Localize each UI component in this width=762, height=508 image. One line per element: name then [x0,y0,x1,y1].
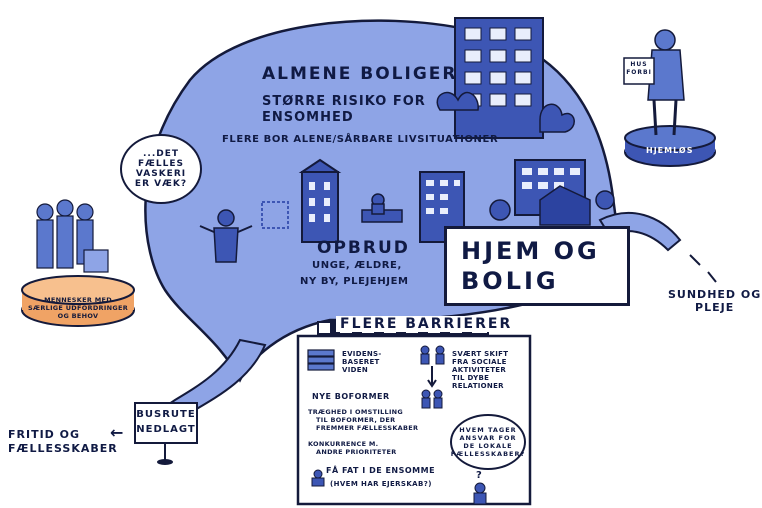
shrugging-man-icon [199,209,253,263]
person-desk-icon [361,193,403,223]
main-title: ALMENE BOLIGER [262,64,458,84]
opbrud-title: OPBRUD [317,238,410,258]
footer-line-2: (HVEM HAR EJERSKAB?) [330,480,432,488]
evidence-line-2: BASERET [342,358,380,366]
hjem-line-2: BOLIG [461,267,559,295]
shift-line-5: RELATIONER [452,382,504,390]
bus-line-1: BUSRUTE [136,409,196,420]
speech-bubble: ...DET FÆLLES VASKERI ER VÆK? [120,134,202,204]
question-mark: ? [476,470,483,481]
alone-line: FLERE BOR ALENE/SÅRBARE LIVSITUATIONER [222,134,499,145]
shift-text: SVÆRT SKIFT FRA SOCIALE AKTIVITETER TIL … [452,350,508,390]
lonely-person-icon [311,469,487,505]
speech-line-1: ...DET [142,149,179,159]
bullet-2-line-2: ANDRE PRIORITETER [316,448,397,456]
speech-line-3: VASKERI [135,169,187,179]
people-line-2: SÆRLIGE UDFORDRINGER [27,304,129,312]
bullet-2: KONKURRENCE M. ANDRE PRIORITETER [308,440,397,456]
homeless-statue-icon [623,29,716,167]
fritid-line-1: FRITID OG [8,428,81,441]
bullet-1-line-3: FREMMER FÆLLESSKABER [316,424,419,432]
people-line-1: MENNESKER MED [44,296,112,304]
risk-line-2: ENSOMHED [262,110,354,125]
bullet-1-line-2: TIL BOFORMER, DER [316,416,396,424]
road-right-dash [689,254,717,283]
question-line-2: ANSVAR FOR [459,434,517,442]
bus-sign: BUSRUTE NEDLAGT [134,402,198,444]
fritid-line-2: FÆLLESSKABER [8,442,118,455]
sundhed-label: SUNDHED OG PLEJE [668,288,761,314]
tall-building-icon [436,17,575,139]
hus-forbi-line-2: FORBI [626,69,652,76]
evidence-text: EVIDENS- BASERET VIDEN [342,350,382,374]
people-relation-icon [420,345,445,409]
evidence-line-3: VIDEN [342,366,368,374]
left-arrow-icon: ← [110,423,125,442]
shift-line-3: AKTIVITETER [452,366,507,374]
book-stack-icon [307,349,335,371]
hjemlos-label: HJEMLØS [646,146,694,155]
bullet-1-line-1: TRÆGHED I OMSTILLING [308,408,404,416]
evidence-line-1: EVIDENS- [342,350,382,358]
question-line-3: DE LOKALE [463,442,513,450]
shift-line-4: TIL DYBE [452,374,490,382]
speech-line-2: FÆLLES [137,159,184,169]
question-bubble: HVEM TAGER ANSVAR FOR DE LOKALE FÆLLESSK… [450,414,526,470]
sundhed-line-2: PLEJE [695,301,735,314]
people-line-3: OG BEHOV [57,312,99,320]
barrier-header: FLERE BARRIERER [336,316,517,332]
hus-forbi-line-1: HUS [630,61,648,68]
question-line-4: FÆLLESSKABER? [450,450,526,458]
people-statue-icon [21,199,135,327]
sundhed-line-1: SUNDHED OG [668,288,762,301]
fritid-label: FRITID OG FÆLLESSKABER [8,428,118,456]
hjem-og-bolig-sign: HJEM OG BOLIG [444,226,630,306]
building-cluster-left-icon [261,158,342,243]
building-cluster-right-icon [419,159,615,243]
risk-line-1: STØRRE RISIKO FOR [262,94,426,109]
hus-forbi-sign: HUS FORBI [626,61,652,77]
bullet-2-line-1: KONKURRENCE M. [308,440,379,448]
hjem-line-1: HJEM OG [461,237,600,265]
shift-line-2: FRA SOCIALE [452,358,507,366]
opbrud-line-2: NY BY, PLEJEHJEM [300,276,409,287]
question-line-1: HVEM TAGER [459,426,517,434]
footer-line-1: FÅ FAT I DE ENSOMME [326,466,436,475]
shift-line-1: SVÆRT SKIFT [452,350,509,358]
bullet-1: TRÆGHED I OMSTILLING TIL BOFORMER, DER F… [308,408,418,432]
nye-boformer-heading: NYE BOFORMER [312,392,390,401]
opbrud-line-1: UNGE, ÆLDRE, [312,260,402,271]
speech-line-4: ER VÆK? [134,179,188,189]
bus-line-2: NEDLAGT [136,424,196,435]
people-statue-label: MENNESKER MED SÆRLIGE UDFORDRINGER OG BE… [26,296,130,320]
